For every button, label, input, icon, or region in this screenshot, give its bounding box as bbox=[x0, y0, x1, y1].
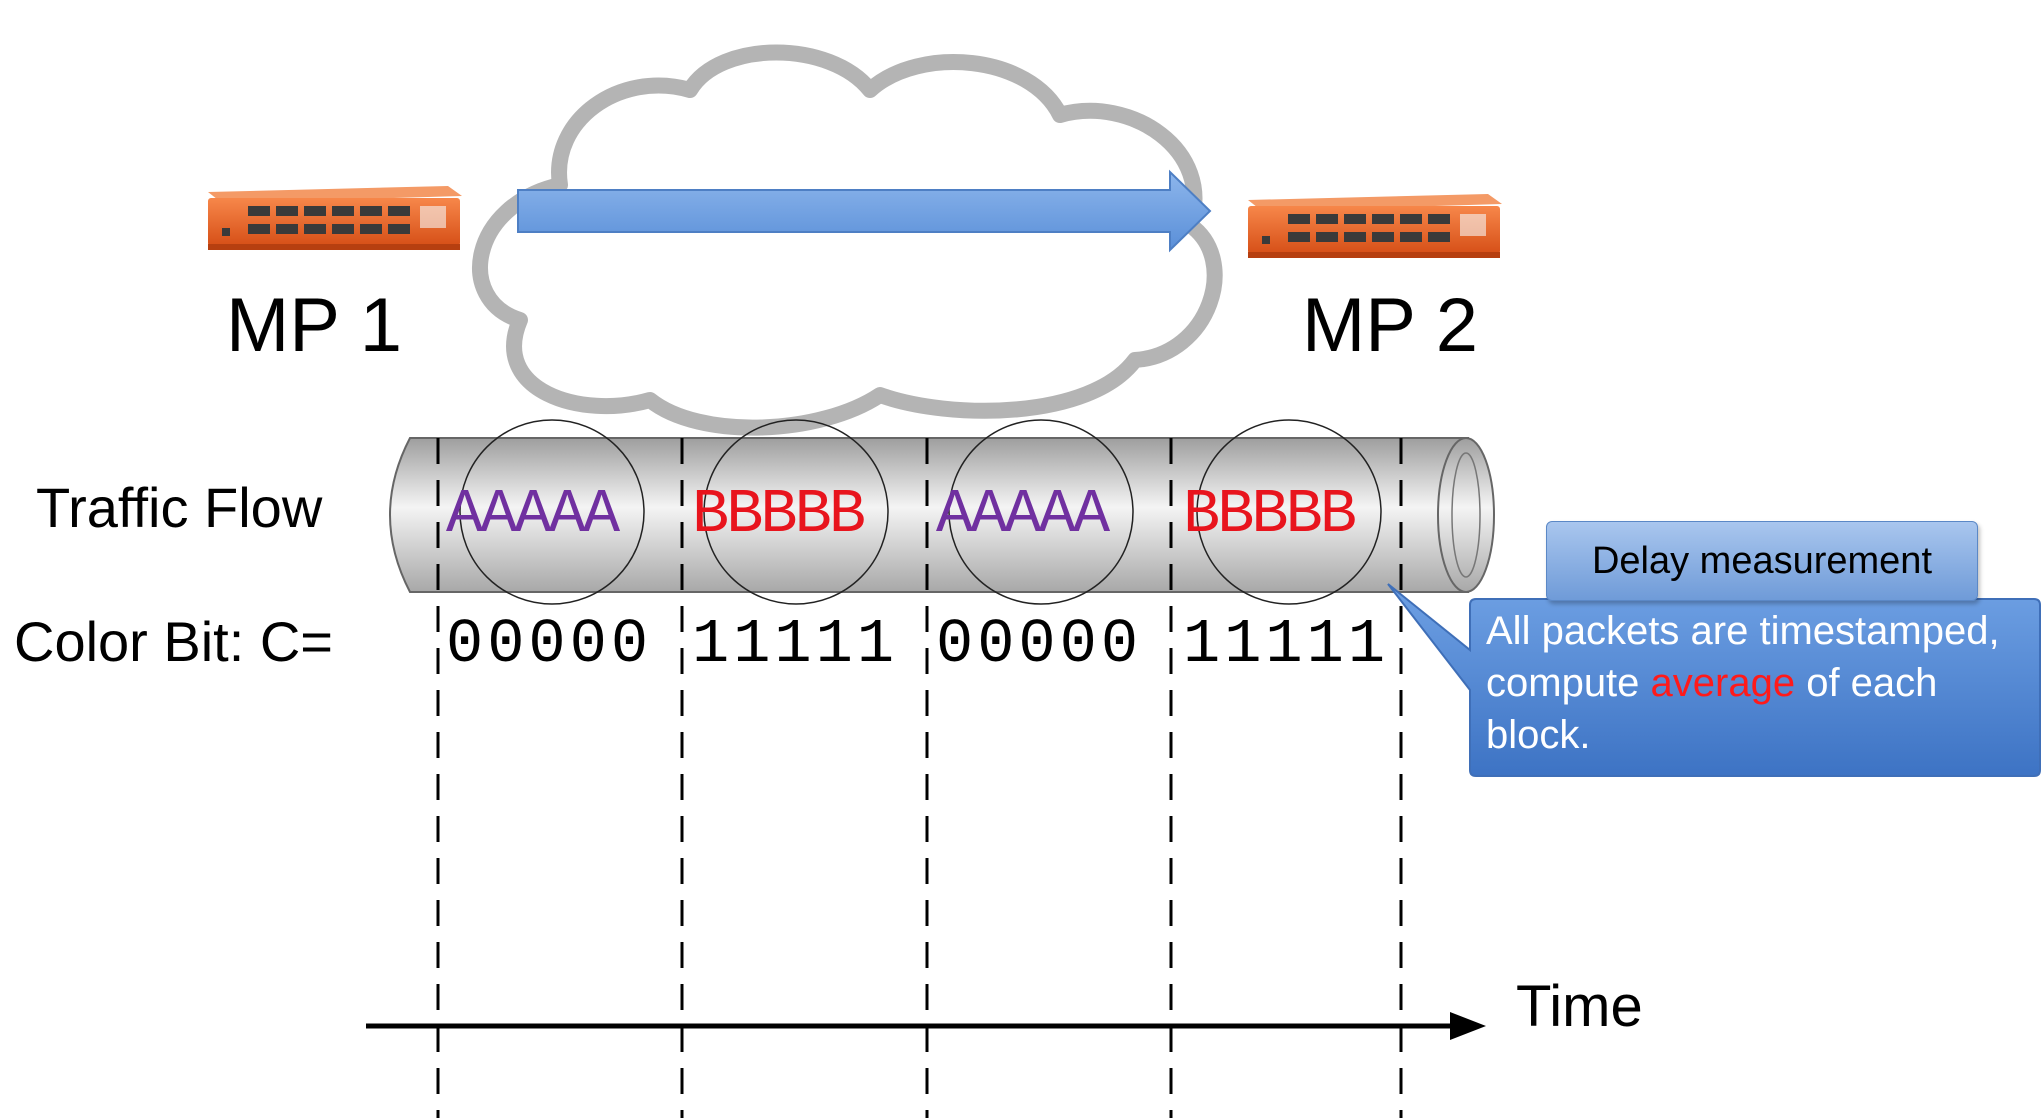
block-circle bbox=[1196, 419, 1382, 605]
color-bits: 00000 bbox=[936, 609, 1143, 680]
callout-title: Delay measurement bbox=[1546, 521, 1978, 601]
block-packets: BBBBB bbox=[692, 479, 866, 550]
time-label: Time bbox=[1516, 974, 1643, 1039]
block-circle bbox=[703, 419, 889, 605]
color-bit-label: Color Bit: C= bbox=[14, 610, 333, 673]
flow-arrow-icon bbox=[517, 169, 1212, 253]
callout-highlight: average bbox=[1650, 661, 1796, 705]
cloud-shape bbox=[472, 44, 1223, 436]
block-packets: AAAAA bbox=[936, 479, 1110, 550]
block-circle bbox=[459, 419, 645, 605]
traffic-flow-label: Traffic Flow bbox=[36, 476, 323, 539]
time-arrow-icon bbox=[366, 1012, 1486, 1040]
router-right-icon bbox=[1248, 194, 1502, 258]
traffic-pipe bbox=[389, 437, 1495, 593]
color-bits: 11111 bbox=[692, 609, 899, 680]
color-bits: 11111 bbox=[1183, 609, 1390, 680]
callout-bubble bbox=[1387, 583, 2041, 777]
mp1-label: MP 1 bbox=[226, 283, 403, 368]
block-packets: BBBBB bbox=[1183, 479, 1357, 550]
block-packets: AAAAA bbox=[446, 479, 620, 550]
callout-text-after: of each block. bbox=[1486, 661, 1938, 757]
block-circle bbox=[948, 419, 1134, 605]
color-bits: 00000 bbox=[446, 609, 653, 680]
block-separators bbox=[436, 438, 1403, 1118]
mp2-label: MP 2 bbox=[1302, 283, 1479, 368]
router-left-icon bbox=[208, 186, 462, 250]
callout-text-before: All packets are timestamped, compute bbox=[1486, 609, 2000, 705]
block-circles bbox=[459, 419, 1382, 605]
callout-text: All packets are timestamped, compute ave… bbox=[1486, 605, 2006, 761]
